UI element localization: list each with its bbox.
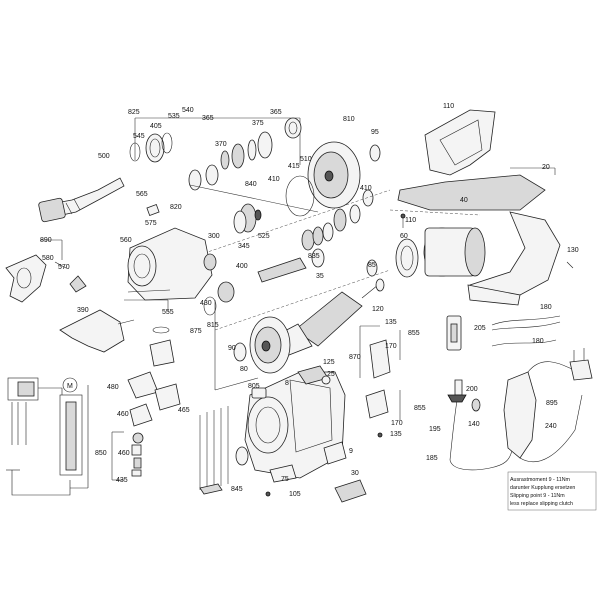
part-label: 875 bbox=[190, 328, 202, 335]
motor-symbol-label: M bbox=[67, 383, 73, 390]
part-label: 405 bbox=[150, 123, 162, 130]
part-label: 205 bbox=[474, 325, 486, 332]
spindle-assembly bbox=[38, 117, 391, 259]
part-label: 185 bbox=[426, 455, 438, 462]
part-label: 105 bbox=[289, 491, 301, 498]
part-label: 465 bbox=[178, 407, 190, 414]
part-label: 565 bbox=[136, 191, 148, 198]
slipping-point-note: Ausrastmoment 9 - 11Nm darunter Kupplung… bbox=[507, 471, 597, 511]
part-label: 20 bbox=[542, 164, 550, 171]
part-label: 130 bbox=[567, 247, 579, 254]
part-label: 40 bbox=[460, 197, 468, 204]
part-label: 195 bbox=[429, 426, 441, 433]
part-label: 390 bbox=[77, 307, 89, 314]
part-label: 140 bbox=[468, 421, 480, 428]
part-label: 90 bbox=[228, 345, 236, 352]
housing-handle-group bbox=[389, 109, 574, 306]
part-label: 460 bbox=[117, 411, 129, 418]
note-line-3: Slipping point 9 - 11Nm bbox=[510, 493, 565, 499]
part-label: 855 bbox=[408, 330, 420, 337]
part-label: 555 bbox=[162, 309, 174, 316]
part-label: 430 bbox=[200, 300, 212, 307]
part-label: 135 bbox=[390, 431, 402, 438]
armature-group bbox=[214, 248, 391, 391]
part-label: 110 bbox=[405, 217, 416, 224]
part-label: 545 bbox=[133, 133, 145, 140]
note-line-2: darunter Kupplung ersetzen bbox=[510, 485, 575, 491]
part-label: 60 bbox=[400, 233, 408, 240]
part-label: 805 bbox=[248, 383, 260, 390]
part-label: 580 bbox=[42, 255, 54, 262]
part-label: 370 bbox=[215, 141, 227, 148]
motor-housing-group bbox=[199, 365, 367, 503]
part-label: 345 bbox=[238, 243, 250, 250]
part-label: 410 bbox=[360, 185, 372, 192]
part-label: 415 bbox=[288, 163, 300, 170]
part-label: 35 bbox=[316, 273, 324, 280]
part-label: 85 bbox=[368, 262, 376, 269]
part-label: 170 bbox=[385, 343, 397, 350]
part-label: 80 bbox=[240, 366, 248, 373]
part-label: 850 bbox=[95, 450, 107, 457]
part-label: 180 bbox=[540, 304, 552, 311]
part-label: 500 bbox=[98, 153, 110, 160]
part-label: 240 bbox=[545, 423, 557, 430]
part-label: 435 bbox=[116, 477, 128, 484]
part-label: 570 bbox=[58, 264, 70, 271]
part-number-labels: 825 540 365 405 535 545 365 375 370 500 … bbox=[40, 103, 579, 498]
part-label: 170 bbox=[391, 420, 403, 427]
part-label: 525 bbox=[258, 233, 270, 240]
part-label: 845 bbox=[231, 486, 243, 493]
part-label: 825 bbox=[128, 109, 140, 116]
part-label: 895 bbox=[546, 400, 558, 407]
wiring-schematic bbox=[6, 377, 89, 496]
part-label: 365 bbox=[270, 109, 282, 116]
part-label: 400 bbox=[236, 263, 248, 270]
switch-parts-group bbox=[111, 371, 181, 481]
part-label: 120 bbox=[372, 306, 384, 313]
part-label: 180 bbox=[532, 338, 544, 345]
part-label: 820 bbox=[170, 204, 182, 211]
note-line-1: Ausrastmoment 9 - 11Nm bbox=[510, 477, 571, 483]
part-label: 575 bbox=[145, 220, 157, 227]
gear-housing-group bbox=[5, 204, 235, 367]
brush-holder-group bbox=[359, 315, 462, 438]
part-label: 815 bbox=[207, 322, 219, 329]
part-label: 75 bbox=[281, 476, 289, 483]
part-label: 300 bbox=[208, 233, 220, 240]
part-label: 810 bbox=[343, 116, 355, 123]
part-label: 560 bbox=[120, 237, 132, 244]
part-label: 95 bbox=[371, 129, 379, 136]
part-label: 200 bbox=[466, 386, 478, 393]
part-label: 855 bbox=[414, 405, 426, 412]
part-label: 410 bbox=[268, 176, 280, 183]
part-label: 870 bbox=[349, 354, 361, 361]
part-label: 30 bbox=[351, 470, 359, 477]
part-label: 25 bbox=[327, 371, 335, 378]
part-label: 835 bbox=[308, 253, 320, 260]
part-label: 9 bbox=[349, 448, 353, 455]
part-label: 540 bbox=[182, 107, 194, 114]
note-line-4: less replace slipping clutch bbox=[510, 501, 573, 507]
part-label: 890 bbox=[40, 237, 52, 244]
part-label: 840 bbox=[245, 181, 257, 188]
power-cable-group bbox=[447, 315, 593, 471]
part-label: 125 bbox=[323, 359, 335, 366]
part-label: 460 bbox=[118, 450, 130, 457]
part-label: 535 bbox=[168, 113, 180, 120]
part-label: 510 bbox=[300, 156, 312, 163]
part-label: 8 bbox=[285, 380, 289, 387]
part-label: 365 bbox=[202, 115, 214, 122]
part-label: 375 bbox=[252, 120, 264, 127]
part-label: 480 bbox=[107, 384, 119, 391]
part-label: 110 bbox=[443, 103, 454, 110]
part-label: 135 bbox=[385, 319, 397, 326]
